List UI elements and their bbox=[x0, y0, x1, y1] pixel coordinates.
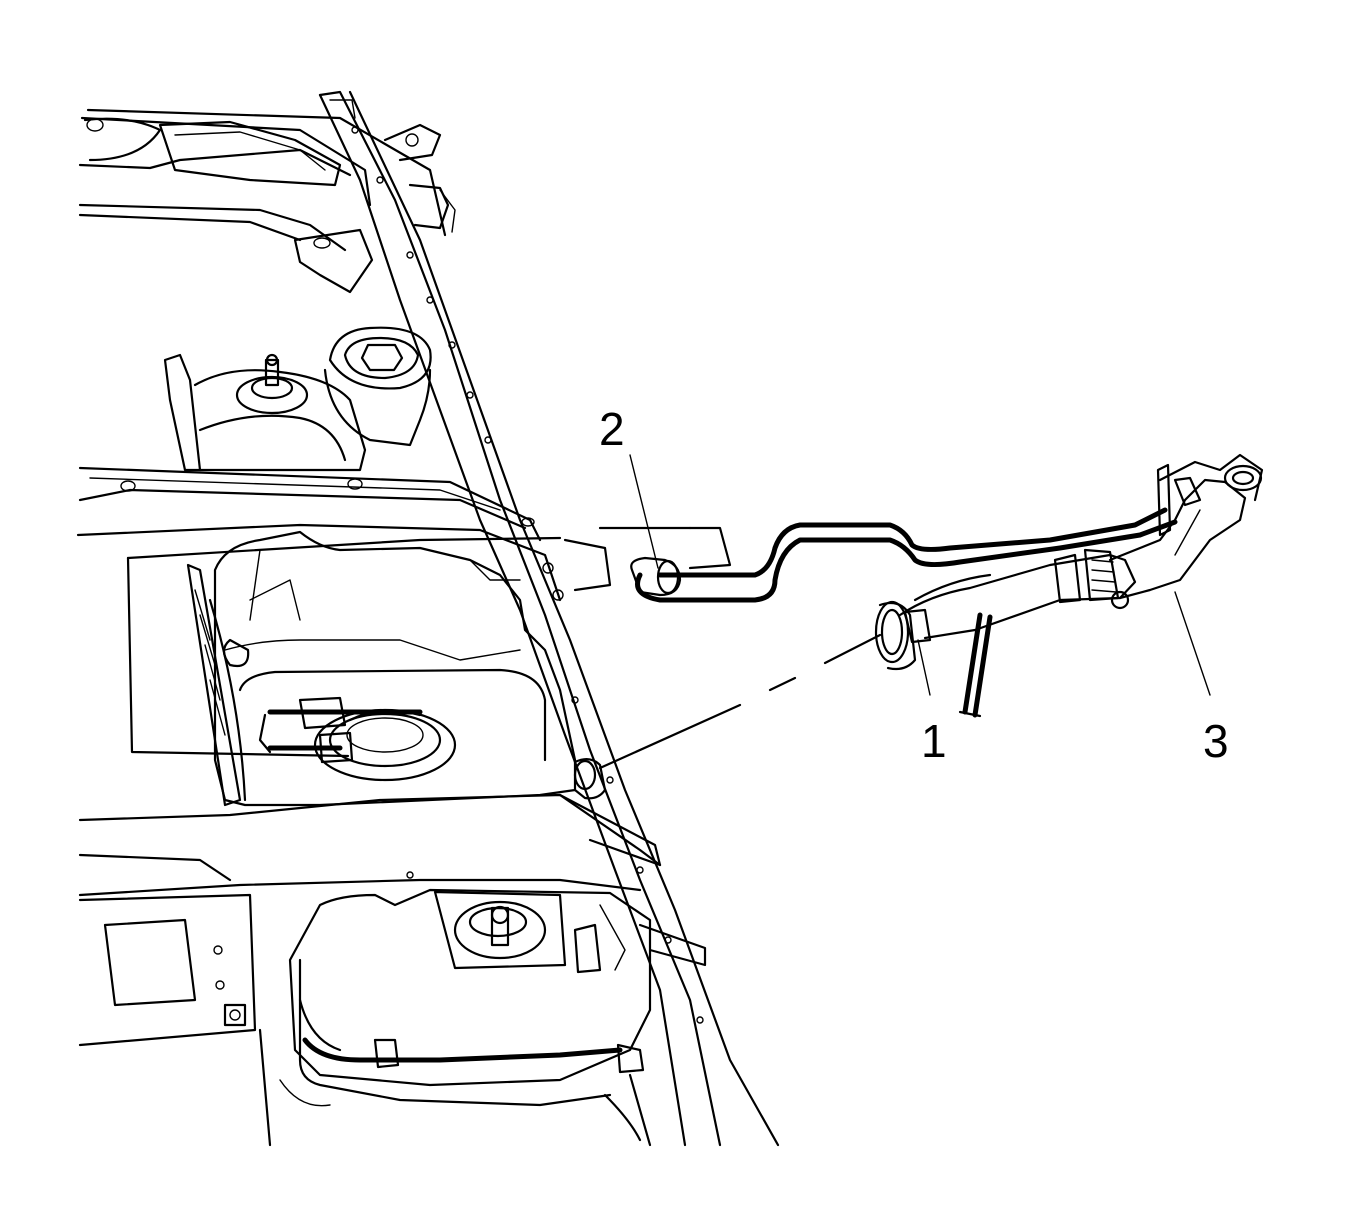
vent-pipe bbox=[630, 507, 1178, 603]
callout-leader-1 bbox=[917, 639, 931, 696]
exploded-view-centerline bbox=[598, 633, 882, 770]
frame-rail bbox=[318, 90, 780, 1147]
callout-label-1: 1 bbox=[921, 715, 947, 767]
lower-crossmember bbox=[78, 793, 707, 1047]
callout-leader-2 bbox=[629, 454, 659, 569]
callout-label-2: 2 bbox=[599, 403, 625, 455]
heat-shield-panel bbox=[126, 526, 732, 758]
callout-label-3: 3 bbox=[1203, 715, 1229, 767]
lower-tank-section bbox=[258, 888, 652, 1147]
filler-pipe bbox=[874, 453, 1264, 718]
upper-crossmember bbox=[78, 108, 456, 294]
middle-crossmember bbox=[76, 466, 612, 602]
upper-shock-mount bbox=[163, 353, 367, 472]
fuel-tank bbox=[213, 530, 607, 807]
callout-leader-3 bbox=[1174, 591, 1211, 696]
left-frame-rail bbox=[186, 563, 247, 807]
upper-body-mount bbox=[323, 326, 432, 447]
